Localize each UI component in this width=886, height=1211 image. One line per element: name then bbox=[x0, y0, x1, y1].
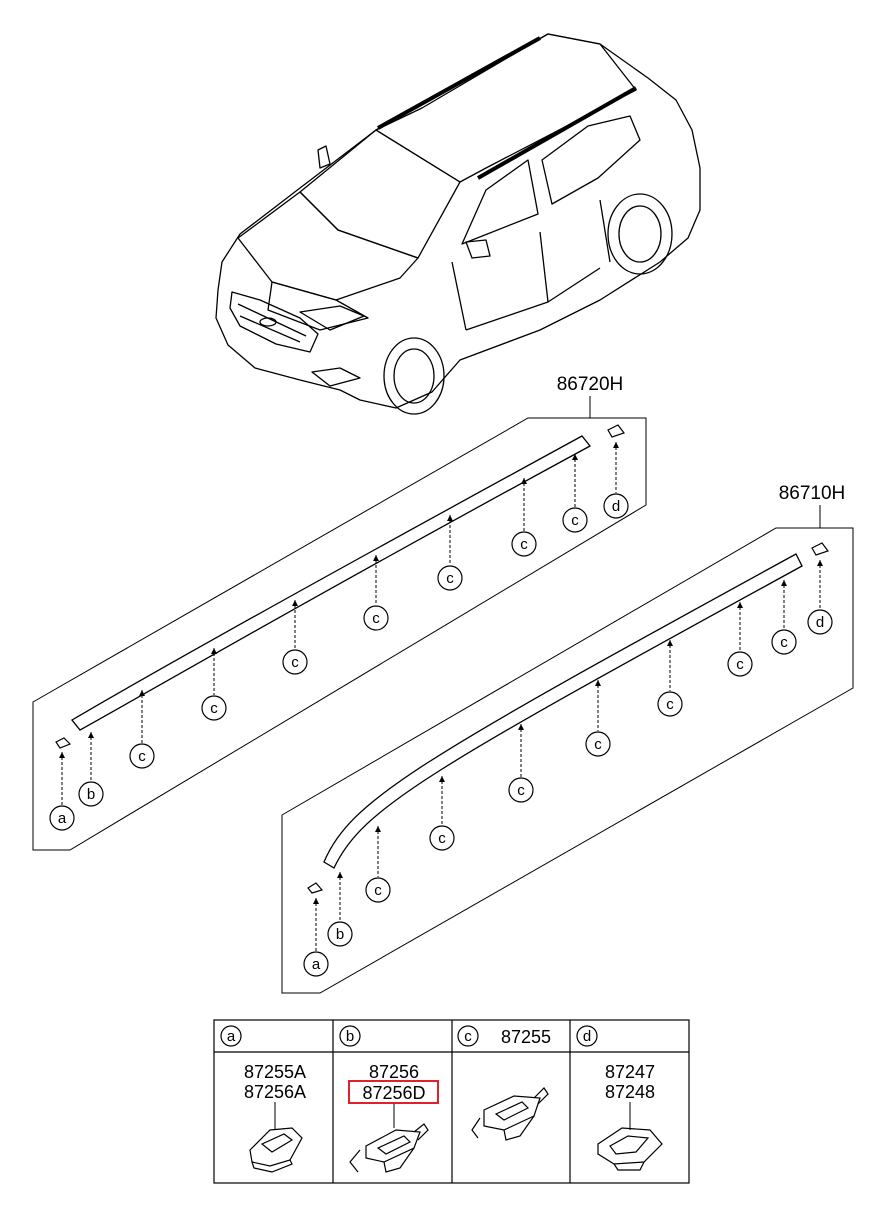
legend-part-87255a: 87255A bbox=[244, 1062, 306, 1082]
legend-letter-d: d bbox=[583, 1028, 591, 1045]
legend-part-87248: 87248 bbox=[605, 1082, 655, 1102]
callout-c-label-7: c bbox=[736, 656, 744, 673]
callout-c-circle bbox=[657, 691, 683, 717]
callout-arrowhead bbox=[518, 724, 524, 730]
lower-rail-assembly: 86710H ab c c c c c c c d bbox=[281, 483, 854, 994]
legend-column-a: a 87255A 87256A bbox=[220, 1025, 306, 1173]
legend-column-c: c 87255 bbox=[457, 1025, 551, 1141]
callout-c-circle bbox=[585, 731, 611, 757]
callout-d-circle bbox=[807, 609, 833, 635]
callout-a-label-0: a bbox=[312, 956, 321, 973]
callout-arrowhead bbox=[337, 872, 343, 878]
legend-table: a 87255A 87256A b 87256 87256D bbox=[213, 1019, 690, 1184]
callout-b-label-1: b bbox=[336, 926, 344, 943]
upper-assembly-part-number: 86720H bbox=[557, 374, 624, 395]
callout-d-label-9: d bbox=[612, 498, 620, 515]
callout-c-circle bbox=[429, 825, 455, 851]
callout-a-circle bbox=[49, 805, 75, 831]
callout-arrowhead bbox=[375, 826, 381, 832]
callout-d-label-9: d bbox=[816, 614, 824, 631]
callout-arrowhead bbox=[447, 515, 453, 521]
callout-c-circle bbox=[129, 743, 155, 769]
callout-c-circle bbox=[437, 565, 463, 591]
callout-c-circle bbox=[771, 629, 797, 655]
callout-c-label-4: c bbox=[291, 654, 299, 671]
callout-b-circle bbox=[327, 921, 353, 947]
clip-a-drawing bbox=[249, 1127, 303, 1173]
callout-c-circle bbox=[363, 605, 389, 631]
legend-part-87256a: 87256A bbox=[244, 1082, 306, 1102]
legend-part-87256: 87256 bbox=[369, 1062, 419, 1082]
callout-c-label-3: c bbox=[210, 700, 218, 717]
vehicle-illustration bbox=[215, 33, 701, 415]
callout-a-label-0: a bbox=[58, 810, 67, 827]
callout-c-label-2: c bbox=[374, 882, 382, 899]
callout-arrowhead bbox=[139, 690, 145, 696]
callout-c-circle bbox=[727, 651, 753, 677]
callout-arrowhead bbox=[781, 580, 787, 586]
callout-arrowhead bbox=[373, 555, 379, 561]
legend-column-d: d 87247 87248 bbox=[576, 1025, 663, 1171]
callout-c-label-4: c bbox=[517, 782, 525, 799]
callout-arrowhead bbox=[613, 442, 619, 448]
callout-c-label-8: c bbox=[571, 512, 579, 529]
callout-a-circle bbox=[303, 951, 329, 977]
upper-rail-assembly: 86720H a b c c c c c c c d bbox=[32, 374, 647, 851]
callout-arrowhead bbox=[737, 602, 743, 608]
callout-arrowhead bbox=[667, 640, 673, 646]
callout-arrowhead bbox=[211, 648, 217, 654]
callout-arrowhead bbox=[521, 478, 527, 484]
callout-arrowhead bbox=[88, 732, 94, 738]
callout-c-circle bbox=[201, 695, 227, 721]
clip-c-drawing bbox=[471, 1087, 549, 1141]
legend-letter-c: c bbox=[464, 1028, 472, 1045]
callout-c-circle bbox=[511, 531, 537, 557]
callout-arrowhead bbox=[595, 680, 601, 686]
callout-c-circle bbox=[508, 777, 534, 803]
callout-c-label-6: c bbox=[446, 570, 454, 587]
callout-c-label-5: c bbox=[594, 736, 602, 753]
callout-arrowhead bbox=[313, 898, 319, 904]
callout-c-label-8: c bbox=[780, 634, 788, 651]
callout-c-label-3: c bbox=[438, 830, 446, 847]
legend-letter-b: b bbox=[346, 1028, 354, 1045]
legend-column-b: b 87256 87256D bbox=[339, 1025, 439, 1173]
callout-c-label-2: c bbox=[138, 748, 146, 765]
legend-header-part-87255: 87255 bbox=[501, 1027, 551, 1047]
legend-part-87256d: 87256D bbox=[362, 1083, 425, 1103]
callout-arrowhead bbox=[439, 776, 445, 782]
callout-arrowhead bbox=[59, 752, 65, 758]
callout-c-circle bbox=[365, 877, 391, 903]
callout-c-label-7: c bbox=[520, 536, 528, 553]
legend-letter-a: a bbox=[227, 1028, 236, 1045]
callout-d-circle bbox=[603, 493, 629, 519]
callout-c-label-6: c bbox=[666, 696, 674, 713]
callout-c-circle bbox=[282, 649, 308, 675]
callout-c-circle bbox=[562, 507, 588, 533]
callout-arrowhead bbox=[292, 600, 298, 606]
legend-part-87247: 87247 bbox=[605, 1062, 655, 1082]
callout-c-label-5: c bbox=[372, 610, 380, 627]
callout-b-circle bbox=[78, 781, 104, 807]
highlight-box bbox=[348, 1080, 439, 1104]
lower-assembly-part-number: 86710H bbox=[779, 483, 846, 504]
callout-arrowhead bbox=[572, 454, 578, 460]
clip-d-drawing bbox=[597, 1127, 663, 1171]
callout-b-label-1: b bbox=[87, 786, 95, 803]
callout-arrowhead bbox=[817, 560, 823, 566]
clip-b-drawing bbox=[349, 1123, 429, 1173]
